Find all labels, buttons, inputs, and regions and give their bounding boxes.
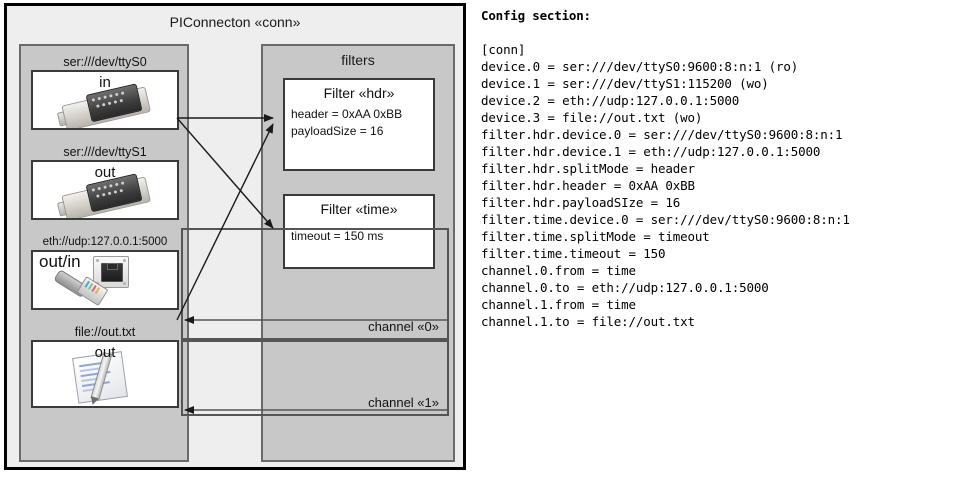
device-box[interactable]: out/in	[31, 250, 179, 310]
device-caption: file://out.txt	[74, 325, 136, 339]
device-caption: eth://udp:127.0.0.1:5000	[42, 236, 168, 248]
device-direction-label: out	[94, 344, 116, 361]
device-group-eth-udp[interactable]: eth://udp:127.0.0.1:5000 out/in	[31, 234, 179, 310]
device-group-file-out[interactable]: file://out.txt out	[31, 324, 179, 408]
channel-frame-1[interactable]: channel «1»	[181, 340, 449, 416]
device-direction-label: out	[94, 164, 116, 181]
device-box[interactable]: in	[31, 70, 179, 130]
device-caption: ser:///dev/ttyS0	[63, 55, 147, 69]
filters-panel-title: filters	[341, 52, 375, 68]
config-line: filter.time.device.0 = ser:///dev/ttyS0:…	[481, 212, 850, 227]
filter-title: Filter «time»	[320, 201, 398, 217]
config-heading: Config section:	[481, 8, 591, 23]
filter-box-time[interactable]: Filter «time» timeout = 150 ms	[283, 194, 435, 269]
config-line: channel.0.from = time	[481, 263, 636, 278]
config-line: filter.hdr.device.0 = ser:///dev/ttyS0:9…	[481, 127, 843, 142]
filter-title: Filter «hdr»	[323, 85, 395, 101]
config-line: channel.1.to = file://out.txt	[481, 314, 695, 329]
config-line: device.0 = ser:///dev/ttyS0:9600:8:n:1 (…	[481, 59, 799, 74]
config-line: filter.time.timeout = 150	[481, 246, 666, 261]
config-listing: [conn] device.0 = ser:///dev/ttyS0:9600:8…	[481, 41, 959, 330]
arrow-ttys0-to-time	[176, 117, 274, 229]
diagram-title: PIConnecton «conn»	[169, 14, 301, 30]
device-box[interactable]: out	[31, 340, 179, 408]
device-group-ser-ttys0[interactable]: ser:///dev/ttyS0 in	[31, 54, 179, 130]
filter-box-hdr[interactable]: Filter «hdr» header = 0xAA 0xBB payloadS…	[283, 78, 435, 171]
config-line: filter.hdr.splitMode = header	[481, 161, 695, 176]
config-line: filter.hdr.payloadSIze = 16	[481, 195, 681, 210]
config-line: device.2 = eth://udp:127.0.0.1:5000	[481, 93, 740, 108]
filter-prop: header = 0xAA 0xBB	[291, 107, 403, 121]
device-direction-label: out/in	[39, 252, 81, 271]
filter-prop: timeout = 150 ms	[291, 229, 384, 243]
config-line: device.1 = ser:///dev/ttyS1:115200 (wo)	[481, 76, 769, 91]
channel-frame-0[interactable]: channel «0»	[181, 228, 449, 340]
config-line: filter.hdr.device.1 = eth://udp:127.0.0.…	[481, 144, 821, 159]
device-box[interactable]: out	[31, 160, 179, 220]
connection-diagram: PIConnecton «conn» ser:///dev/ttyS0 in	[4, 3, 466, 470]
config-line: channel.1.from = time	[481, 297, 636, 312]
channel-label: channel «0»	[368, 319, 439, 334]
config-line: channel.0.to = eth://udp:127.0.0.1:5000	[481, 280, 769, 295]
channel-label: channel «1»	[368, 395, 439, 410]
filters-panel: filters Filter «hdr» header = 0xAA 0xBB …	[181, 44, 455, 462]
device-direction-label: in	[99, 74, 111, 91]
config-line: [conn]	[481, 42, 526, 57]
device-caption: ser:///dev/ttyS1	[63, 145, 147, 159]
config-section: Config section: [conn] device.0 = ser:///…	[481, 8, 959, 330]
filter-prop: payloadSize = 16	[291, 124, 384, 138]
config-line: device.3 = file://out.txt (wo)	[481, 110, 703, 125]
devices-panel: ser:///dev/ttyS0 in ser:///dev/	[19, 44, 189, 462]
config-line: filter.time.splitMode = timeout	[481, 229, 710, 244]
config-line: filter.hdr.header = 0xAA 0xBB	[481, 178, 695, 193]
device-group-ser-ttys1[interactable]: ser:///dev/ttyS1 out	[31, 144, 179, 220]
